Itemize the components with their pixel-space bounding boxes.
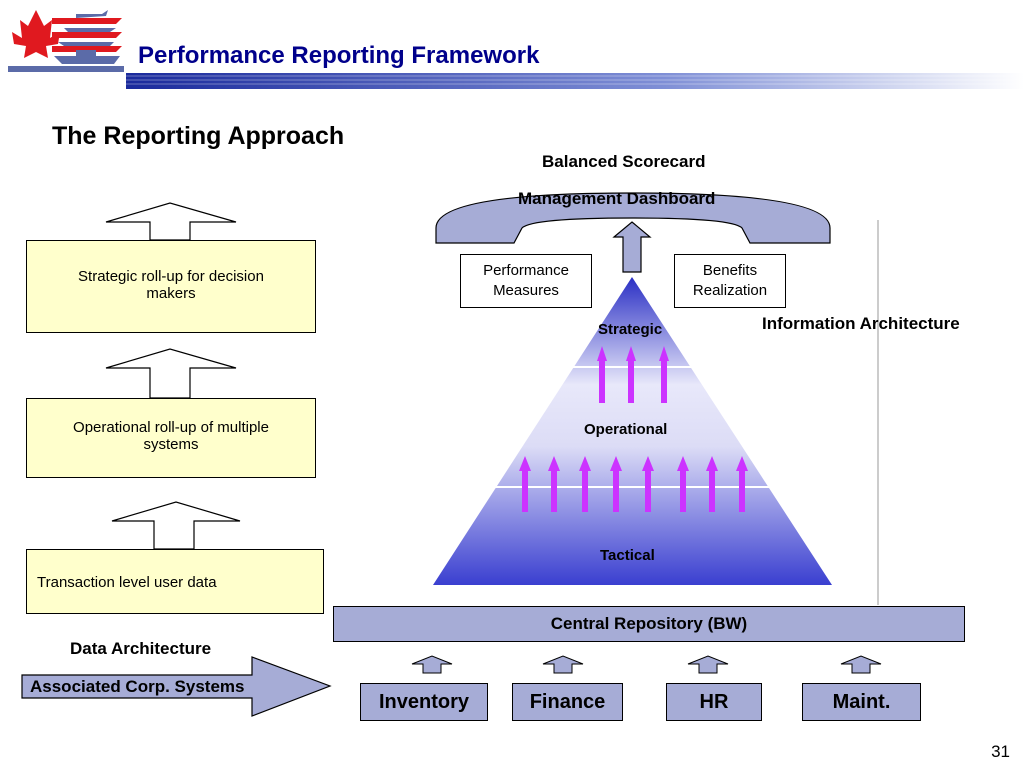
magenta-arrow bbox=[736, 456, 748, 512]
section-heading: The Reporting Approach bbox=[52, 122, 345, 150]
system-box-hr: HR bbox=[666, 683, 762, 721]
pyramid-level-tactical: Tactical bbox=[600, 547, 655, 564]
operational-rollup-box: Operational roll-up of multiple systems bbox=[26, 398, 316, 478]
magenta-arrow bbox=[706, 456, 718, 512]
management-dashboard-label: Management Dashboard bbox=[518, 189, 716, 208]
magenta-arrow bbox=[519, 456, 531, 512]
pyramid-level-strategic: Strategic bbox=[598, 321, 663, 338]
magenta-arrow bbox=[659, 346, 669, 403]
associated-systems-label: Associated Corp. Systems bbox=[30, 677, 245, 696]
benefits-realization-box: Benefits Realization bbox=[674, 254, 786, 308]
transaction-data-text: Transaction level user data bbox=[37, 574, 217, 591]
system-up-arrow bbox=[411, 655, 453, 674]
system-box-finance: Finance bbox=[512, 683, 623, 721]
performance-measures-box: Performance Measures bbox=[460, 254, 592, 308]
magenta-arrow bbox=[626, 346, 636, 403]
magenta-arrow bbox=[548, 456, 560, 512]
up-arrow-middle bbox=[105, 348, 237, 399]
pyramid bbox=[433, 277, 832, 585]
system-up-arrow bbox=[687, 655, 729, 674]
system-box-maint: Maint. bbox=[802, 683, 921, 721]
strategic-rollup-text: Strategic roll-up for decision makers bbox=[78, 268, 264, 302]
slide-title: Performance Reporting Framework bbox=[138, 42, 540, 69]
magenta-arrow bbox=[579, 456, 591, 512]
up-arrow-bottom bbox=[111, 501, 241, 550]
strategic-rollup-box: Strategic roll-up for decision makers bbox=[26, 240, 316, 333]
apex-up-arrow bbox=[612, 221, 652, 273]
transaction-data-box: Transaction level user data bbox=[26, 549, 324, 614]
title-underline-bar bbox=[126, 73, 1024, 89]
associated-systems-arrow bbox=[21, 656, 332, 717]
page-number: 31 bbox=[991, 742, 1010, 761]
magenta-arrow bbox=[642, 456, 654, 512]
system-up-arrow bbox=[840, 655, 882, 674]
information-architecture-label: Information Architecture bbox=[762, 314, 960, 333]
magenta-arrow bbox=[610, 456, 622, 512]
system-up-arrow bbox=[542, 655, 584, 674]
data-architecture-label: Data Architecture bbox=[70, 639, 212, 658]
balanced-scorecard-label: Balanced Scorecard bbox=[542, 152, 706, 171]
magenta-arrow bbox=[597, 346, 607, 403]
operational-rollup-text: Operational roll-up of multiple systems bbox=[73, 419, 269, 453]
central-repository-bar: Central Repository (BW) bbox=[333, 606, 965, 642]
dashboard-arch bbox=[435, 192, 831, 244]
canadian-flag-logo bbox=[8, 6, 124, 74]
up-arrow-top bbox=[105, 202, 237, 241]
system-box-inventory: Inventory bbox=[360, 683, 488, 721]
pyramid-level-operational: Operational bbox=[584, 421, 668, 438]
magenta-arrow bbox=[677, 456, 689, 512]
